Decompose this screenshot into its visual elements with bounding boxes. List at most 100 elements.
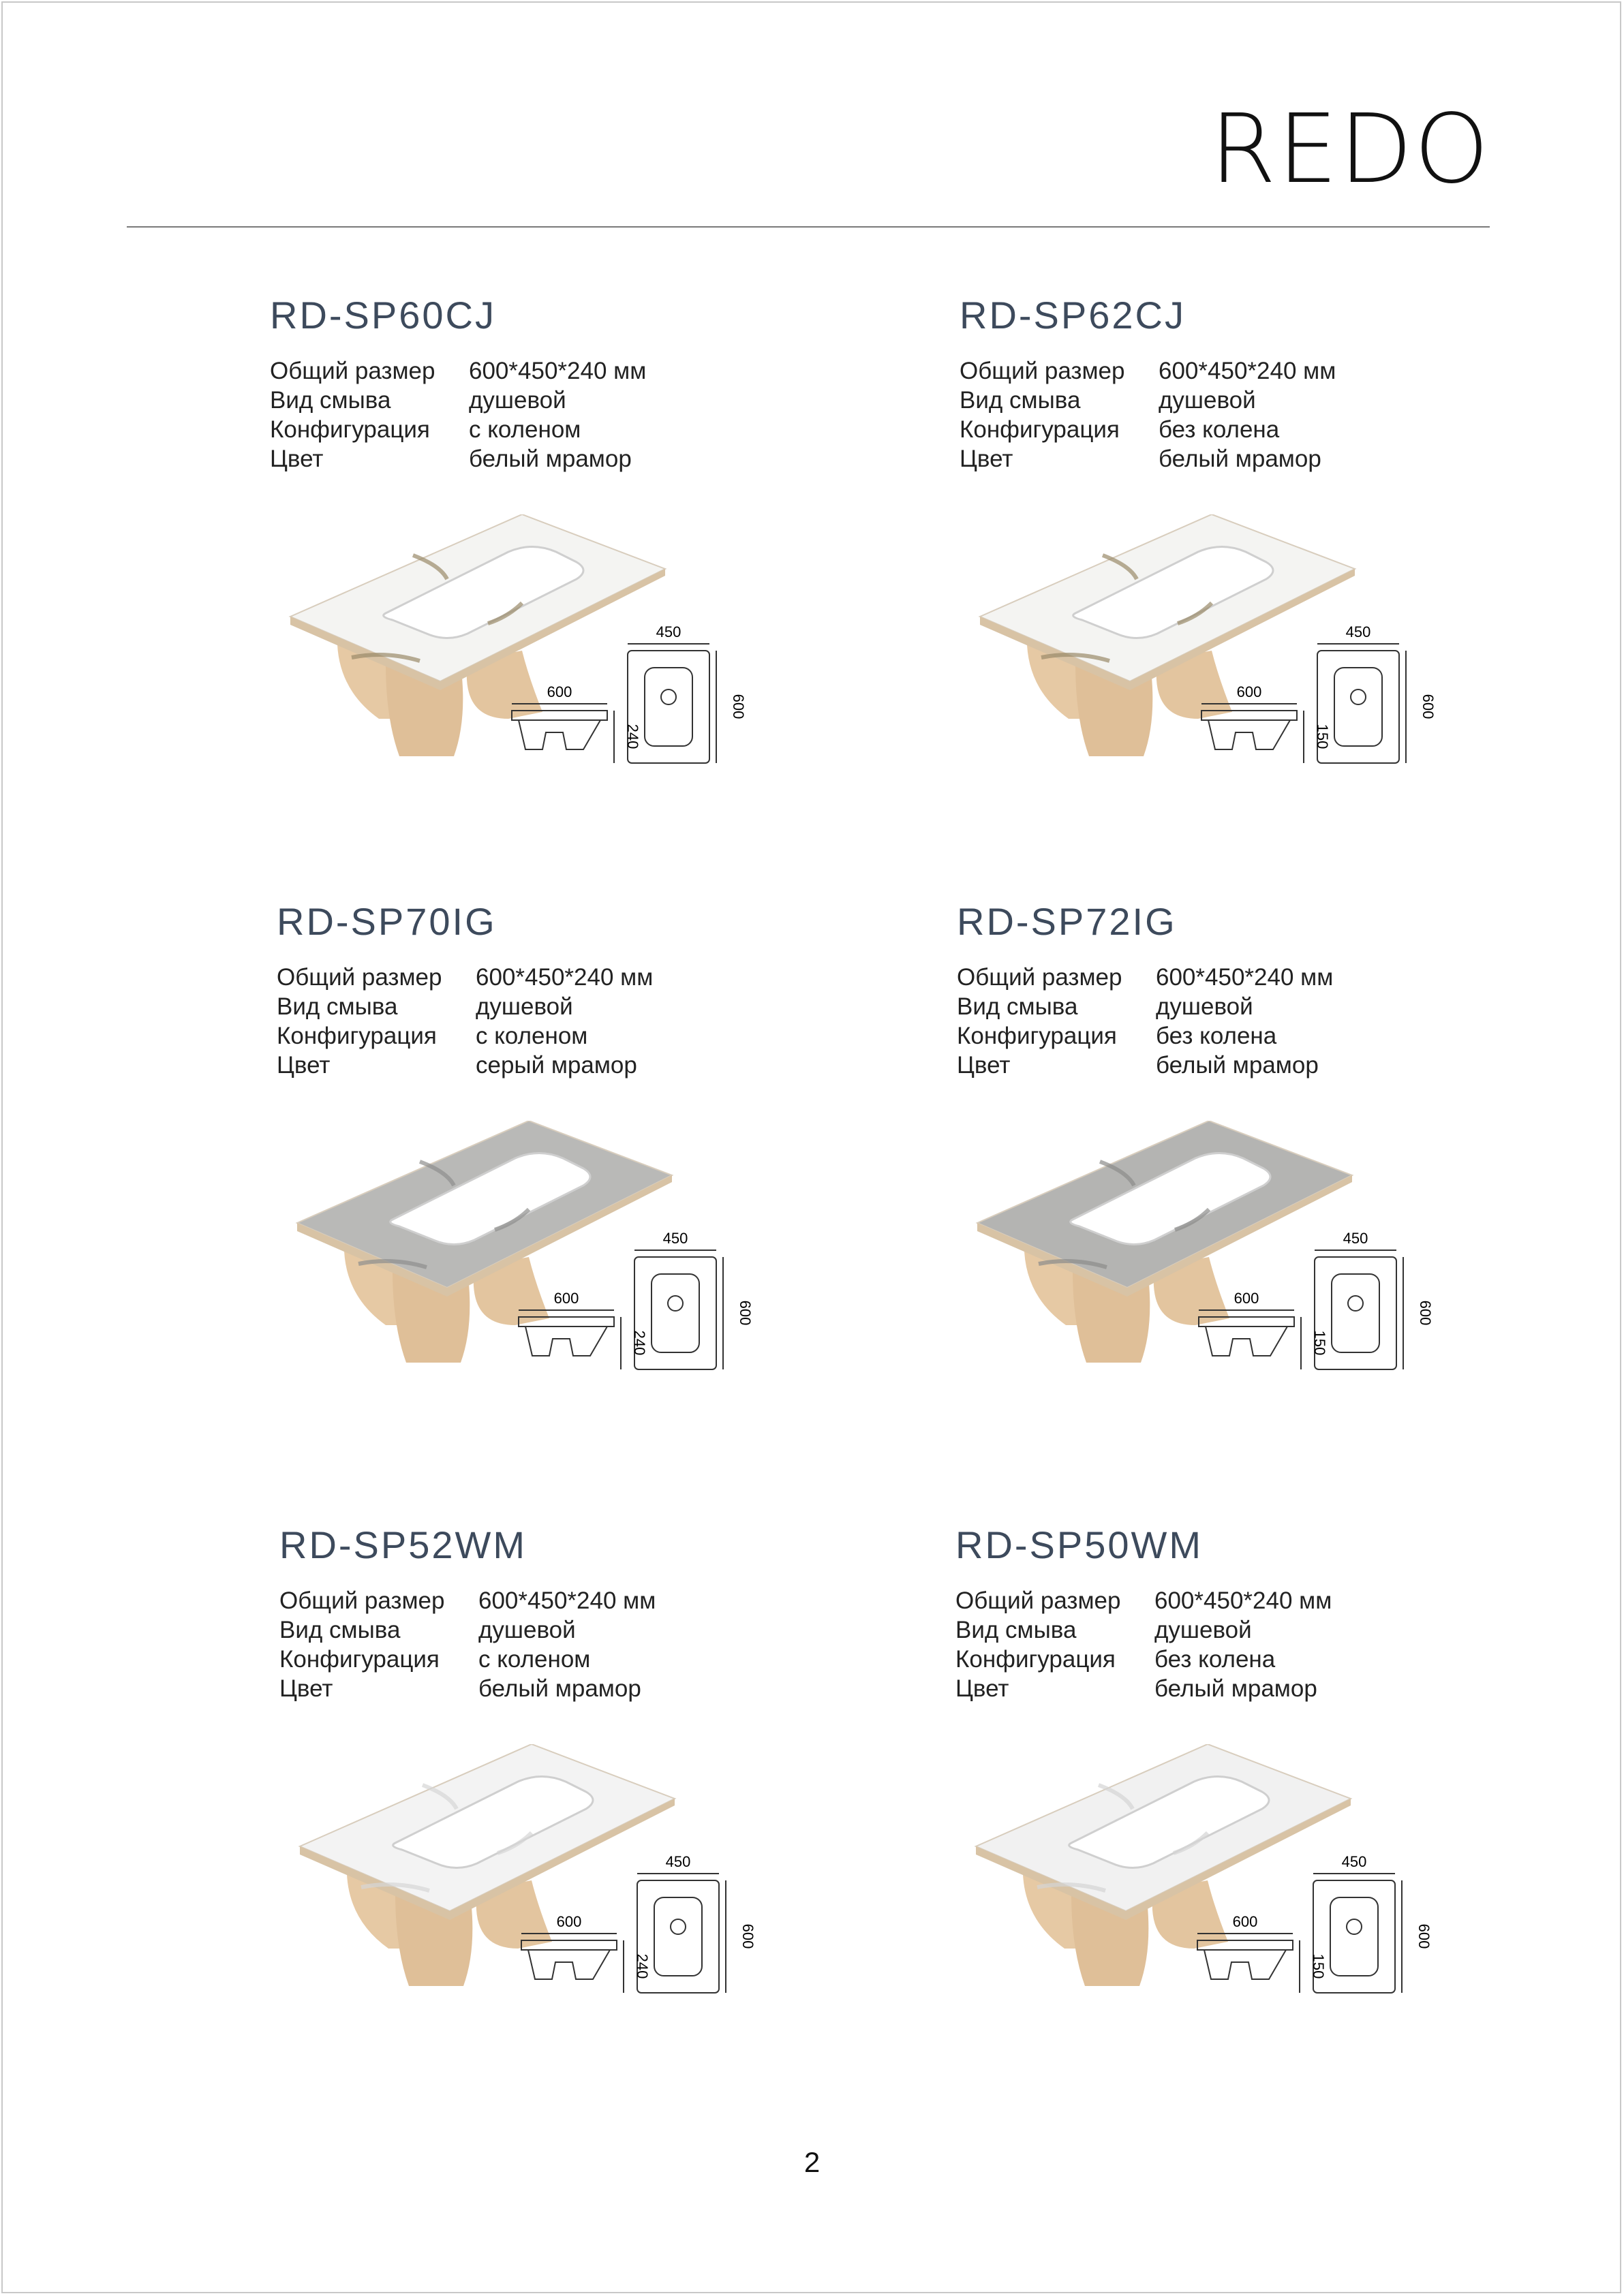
marble-vein: [351, 553, 524, 663]
spec-value: без колена: [1156, 1023, 1277, 1049]
slab-edge: [977, 1175, 1352, 1297]
spec-label: Общий размер: [279, 1587, 445, 1614]
top-view-drawing: 450 600: [637, 1853, 756, 1994]
spec-label: Вид смыва: [960, 387, 1081, 414]
spec-row: Общий размер 600*450*240 мм: [957, 963, 1333, 992]
spec-label: Общий размер: [277, 964, 442, 991]
side-view-drawing: 600 240: [511, 683, 641, 763]
spec-value: без колена: [1154, 1646, 1276, 1673]
spec-label: Общий размер: [955, 1587, 1121, 1614]
dim-top-length: 600: [1415, 1924, 1433, 1949]
dim-side-length: 600: [554, 1290, 579, 1307]
bowl-opening: [392, 1775, 594, 1869]
spec-value: с коленом: [478, 1646, 591, 1673]
spec-value: белый мрамор: [1154, 1675, 1317, 1702]
brand-logo: REDO: [1210, 94, 1490, 205]
spec-label: Общий размер: [270, 358, 435, 384]
side-view-drawing: 600 150: [1198, 1290, 1328, 1369]
product-illustration: 450 600 600 240: [288, 514, 747, 764]
slab-edge: [290, 569, 665, 690]
spec-row: Общий размер 600*450*240 мм: [277, 963, 653, 992]
slab-edge: [300, 1799, 675, 1920]
dim-top-length: 600: [1417, 1301, 1434, 1326]
spec-value: 600*450*240 мм: [476, 964, 654, 991]
dim-top-length: 600: [739, 1924, 756, 1949]
bowl-opening: [389, 1152, 592, 1245]
dim-side-height: 150: [1311, 1331, 1328, 1356]
spec-value: серый мрамор: [476, 1052, 637, 1079]
product-card-rd-sp72ig: RD-SP72IG Общий размер 600*450*240 мм Вид…: [957, 903, 1570, 1461]
spec-row: Цвет серый мрамор: [277, 1051, 653, 1080]
spec-value: душевой: [1154, 1617, 1252, 1643]
spec-label: Цвет: [277, 1052, 331, 1079]
spec-label: Вид смыва: [957, 993, 1078, 1020]
spec-value: 600*450*240 мм: [1159, 358, 1336, 384]
product-model-title: RD-SP70IG: [277, 900, 497, 943]
spec-value: белый мрамор: [1156, 1052, 1319, 1079]
dim-side-length: 600: [1233, 1913, 1258, 1930]
spec-label: Вид смыва: [270, 387, 391, 414]
product-illustration: 450 600 600 150: [975, 1121, 1434, 1370]
dim-side-height: 150: [1314, 724, 1331, 749]
dim-top-length: 600: [730, 694, 747, 719]
dim-side-height: 240: [631, 1331, 648, 1356]
bowl-opening: [382, 546, 585, 639]
spec-value: белый мрамор: [478, 1675, 641, 1702]
slab-edge: [980, 569, 1355, 690]
spec-value: душевой: [476, 993, 573, 1020]
spec-row: Цвет белый мрамор: [270, 444, 646, 474]
dim-top-length: 600: [1420, 694, 1437, 719]
spec-row: Конфигурация с коленом: [270, 415, 646, 444]
spec-label: Конфигурация: [270, 416, 430, 443]
side-view-drawing: 600 240: [518, 1290, 648, 1369]
spec-row: Конфигурация без колена: [957, 1021, 1333, 1051]
spec-label: Конфигурация: [277, 1023, 437, 1049]
product-illustration: 450 600 600 150: [974, 1744, 1433, 1994]
spec-value: 600*450*240 мм: [1156, 964, 1334, 991]
side-view-drawing: 600 150: [1197, 1913, 1327, 1993]
spec-value: белый мрамор: [469, 446, 632, 472]
spec-label: Конфигурация: [957, 1023, 1117, 1049]
product-illustration: 450 600 600 240: [295, 1121, 754, 1370]
marble-vein: [358, 1160, 531, 1269]
dim-top-width: 450: [1343, 1230, 1368, 1247]
dim-top-width: 450: [656, 623, 681, 640]
spec-value: с коленом: [469, 416, 581, 443]
dim-side-length: 600: [547, 683, 572, 700]
bowl-opening: [1069, 1152, 1272, 1245]
spec-label: Вид смыва: [279, 1617, 401, 1643]
dim-top-width: 450: [666, 1853, 691, 1870]
slab-edge: [976, 1799, 1351, 1920]
marble-vein: [1038, 1160, 1211, 1269]
bowl-opening: [1068, 1775, 1270, 1869]
dim-side-length: 600: [557, 1913, 582, 1930]
marble-vein: [1041, 553, 1214, 663]
side-view-drawing: 600 150: [1201, 683, 1331, 763]
spec-label: Цвет: [279, 1675, 333, 1702]
product-model-title: RD-SP72IG: [957, 900, 1177, 943]
spec-label: Общий размер: [957, 964, 1122, 991]
product-model-title: RD-SP52WM: [279, 1523, 527, 1566]
product-model-title: RD-SP60CJ: [270, 294, 496, 337]
dim-top-length: 600: [737, 1301, 754, 1326]
dim-top-width: 450: [1346, 623, 1371, 640]
spec-label: Цвет: [270, 446, 324, 472]
top-view-drawing: 450 600: [627, 623, 747, 764]
spec-value: 600*450*240 мм: [469, 358, 647, 384]
